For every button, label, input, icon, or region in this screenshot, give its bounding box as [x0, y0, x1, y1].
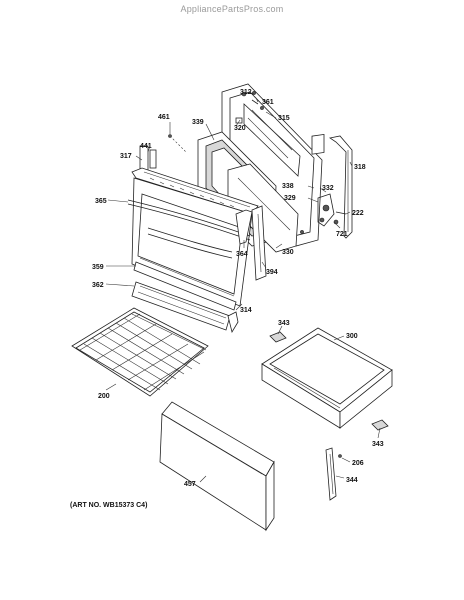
watermark-text: AppliancePartsPros.com	[180, 4, 284, 14]
callout-315: 315	[278, 115, 290, 122]
callout-338: 338	[282, 183, 294, 190]
callout-361: 361	[262, 99, 274, 106]
callout-343-upper: 343	[278, 320, 290, 327]
door-side-trim	[328, 135, 353, 239]
drawer-front	[159, 401, 275, 532]
callout-320: 320	[234, 125, 246, 132]
callout-200: 200	[98, 393, 110, 400]
callout-222: 222	[352, 210, 364, 217]
outer-door-panel	[221, 83, 323, 247]
leader-lines	[105, 91, 381, 483]
callout-721: 721	[336, 231, 348, 238]
callout-344: 344	[346, 477, 358, 484]
callout-300: 300	[346, 333, 358, 340]
storage-drawer	[261, 327, 393, 429]
callout-330: 330	[282, 249, 294, 256]
callout-441: 441	[140, 143, 152, 150]
art-number: (ART NO. WB15373 C4)	[70, 502, 148, 509]
callout-343-lower: 343	[372, 441, 384, 448]
callout-394: 394	[266, 269, 278, 276]
drawer-glide-upper	[269, 331, 287, 343]
callout-317: 317	[120, 153, 132, 160]
callout-206: 206	[352, 460, 364, 467]
callout-312: 312	[240, 89, 252, 96]
callout-359: 359	[92, 264, 104, 271]
callout-332: 332	[322, 185, 334, 192]
door-bottom-trim	[131, 261, 239, 334]
callout-318: 318	[354, 164, 366, 171]
drawer-glide-lower	[371, 419, 389, 431]
callout-461: 461	[158, 114, 170, 121]
callout-362: 362	[92, 282, 104, 289]
callout-339: 339	[192, 119, 204, 126]
callout-314: 314	[240, 307, 252, 314]
drawer-rail	[325, 447, 342, 501]
vent-trim	[139, 134, 187, 171]
callout-457: 457	[184, 481, 196, 488]
door-hinge	[311, 134, 347, 227]
callout-329: 329	[284, 195, 296, 202]
callout-365: 365	[95, 198, 107, 205]
door-hinge-arm	[235, 205, 267, 281]
oven-rack	[71, 307, 209, 397]
callout-364: 364	[236, 251, 248, 258]
door-clips	[235, 91, 259, 124]
